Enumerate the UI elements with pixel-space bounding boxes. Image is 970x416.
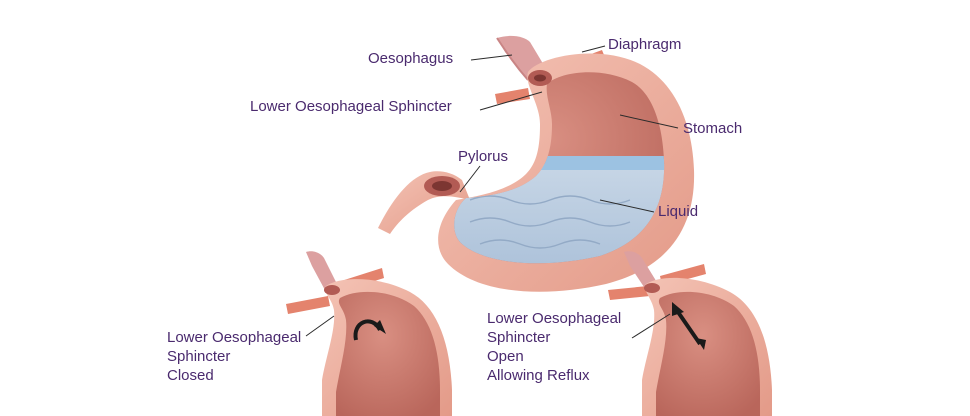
open-caption-line-3: Open: [487, 348, 524, 365]
label-oesophagus: Oesophagus: [368, 50, 453, 67]
closed-caption: Lower Oesophageal Sphincter Closed: [167, 329, 301, 384]
leader-lines: [459, 45, 679, 213]
open-caption: Lower Oesophageal Sphincter Open Allowin…: [487, 310, 621, 384]
open-sphincter-inset: [608, 251, 772, 416]
closed-caption-line-1: Lower Oesophageal: [167, 329, 301, 346]
closed-caption-line-3: Closed: [167, 367, 214, 384]
open-caption-line-2: Sphincter: [487, 329, 550, 346]
label-lower-oesophageal-sphincter: Lower Oesophageal Sphincter: [250, 98, 452, 115]
open-caption-line-4: Allowing Reflux: [487, 367, 590, 384]
label-pylorus: Pylorus: [458, 148, 508, 165]
closed-caption-line-2: Sphincter: [167, 348, 230, 365]
reflux-arrow-icon: [676, 310, 702, 346]
label-stomach: Stomach: [683, 120, 742, 137]
diaphragm-band-left: [495, 88, 530, 104]
label-diaphragm: Diaphragm: [608, 36, 681, 53]
closed-sphincter-inset: [286, 251, 452, 416]
label-liquid: Liquid: [658, 203, 698, 220]
open-caption-line-1: Lower Oesophageal: [487, 310, 621, 327]
main-stomach: [378, 35, 695, 292]
